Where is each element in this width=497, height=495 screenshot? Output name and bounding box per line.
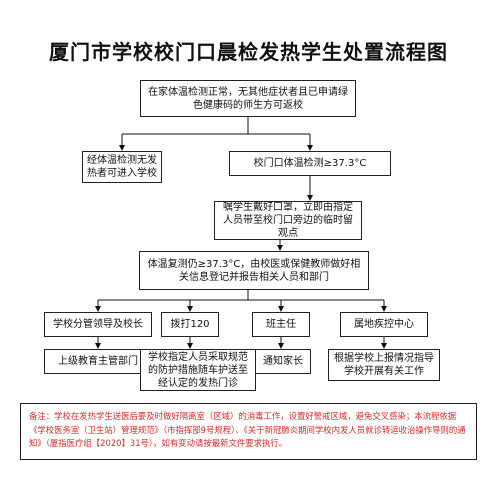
notify-parent-node: 通知家长: [255, 349, 311, 374]
education-dept-node: 上级教育主管部门: [44, 349, 152, 374]
normal-entry-node: 经体温检测无发热者可进入学校: [82, 151, 162, 183]
isolate-node: 嘱学生戴好口罩，立即由指定人员带至校门口旁边的临时留观点: [214, 201, 362, 240]
local-cdc-node: 属地疾控中心: [340, 312, 428, 337]
cdc-guidance-node: 根据学校上报情况指导学校开展有关工作: [328, 349, 440, 381]
remark-note: 备注：学校在发热学生送医后要及时做好隔离室（区域）的消毒工作，设置好警戒区域，避…: [20, 403, 477, 460]
gate-check-node: 校门口体温检测≥37.3°C: [229, 151, 391, 176]
page-title: 厦门市学校校门口晨检发热学生处置流程图: [49, 40, 448, 64]
school-leader-node: 学校分管领导及校长: [44, 312, 152, 337]
start-node: 在家体温检测正常，无其他症状者且已申请绿色健康码的师生方可返校: [140, 80, 356, 117]
call-120-node: 拨打120: [161, 312, 219, 337]
recheck-node: 体温复测仍≥37.3°C，由校医或保健教师做好相关信息登记并报告相关人员和部门: [139, 251, 369, 290]
head-teacher-node: 班主任: [252, 312, 310, 337]
escort-transport-node: 学校指定人员采取规范的防护措施随车护送至经认定的发热门诊: [140, 349, 256, 391]
